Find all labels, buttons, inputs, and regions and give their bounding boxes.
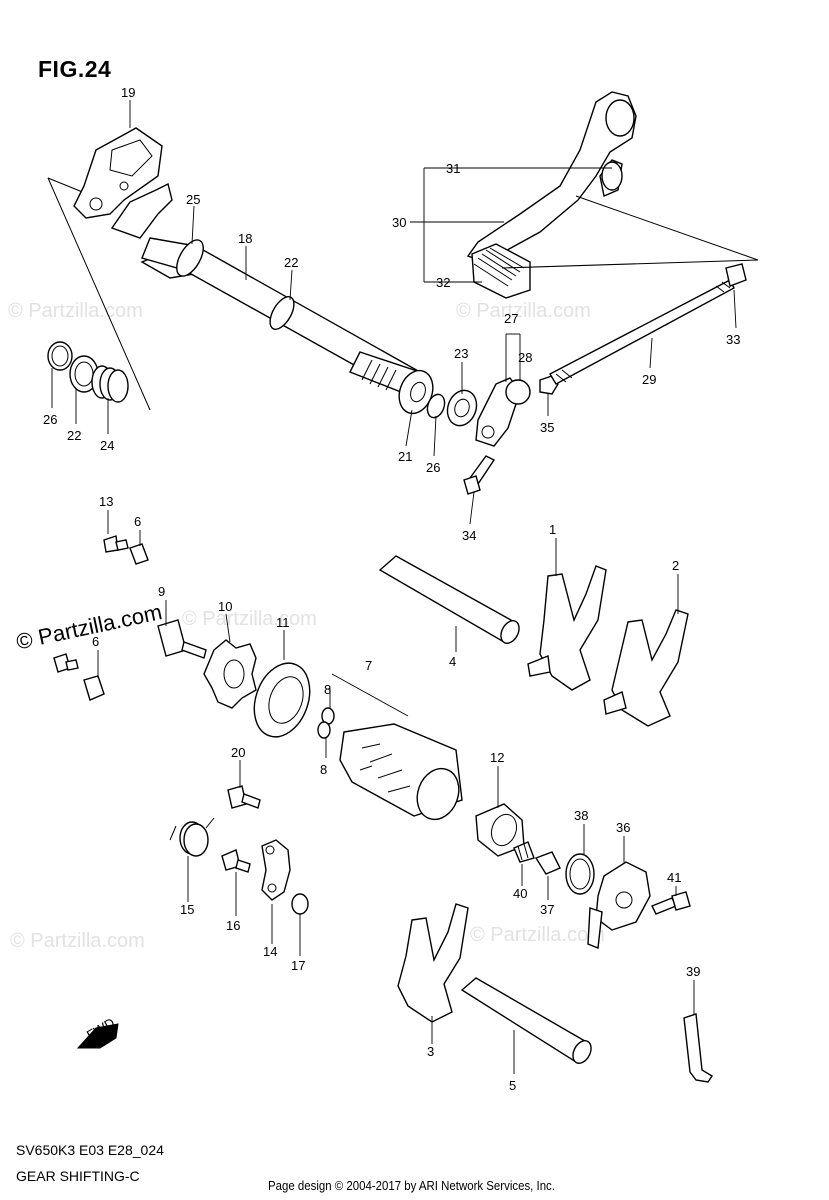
part-36-switch [587, 861, 651, 949]
callout-23: 23 [454, 346, 468, 361]
callout-29: 29 [642, 372, 656, 387]
guide-line [575, 195, 759, 261]
callout-35: 35 [540, 420, 554, 435]
callout-18: 18 [238, 231, 252, 246]
callout-31: 31 [446, 161, 460, 176]
figure-number: FIG.24 [38, 56, 112, 82]
part-41-bolt [651, 891, 691, 915]
part-15-spring [169, 817, 215, 857]
callout-36: 36 [616, 820, 630, 835]
callout-15: 15 [180, 902, 194, 917]
callout-3: 3 [427, 1044, 434, 1059]
part-20-bolt [227, 785, 261, 809]
callout-33: 33 [726, 332, 740, 347]
part-8-pins [317, 707, 335, 739]
part-4-shaft [378, 555, 520, 644]
part-26-circlip-b [426, 393, 446, 419]
callout-26: 26 [43, 412, 57, 427]
part-38-o-ring [565, 853, 595, 895]
part-33-collar [725, 263, 747, 287]
part-11-bearing [253, 662, 311, 738]
part-1-shift-fork [527, 565, 607, 691]
part-3-shift-fork [397, 903, 469, 1023]
callout-17: 17 [291, 958, 305, 973]
callout-labels: 19 25 18 22 31 30 32 33 27 28 29 23 35 2… [43, 85, 740, 1093]
part-27-link-arm [475, 377, 531, 447]
callout-5: 5 [509, 1078, 516, 1093]
callout-6-b: 6 [92, 634, 99, 649]
part-30-shift-lever [466, 91, 637, 263]
callout-24: 24 [100, 438, 114, 453]
part-37-pin [534, 851, 561, 875]
callout-4: 4 [449, 654, 456, 669]
callout-41: 41 [667, 870, 681, 885]
page-credit: Page design © 2004-2017 by ARI Network S… [268, 1178, 555, 1193]
part-9-pin [157, 619, 207, 659]
callout-12: 12 [490, 750, 504, 765]
leader-lines [51, 100, 737, 1074]
callout-37: 37 [540, 902, 554, 917]
callout-16: 16 [226, 918, 240, 933]
part-16-bolt [221, 849, 251, 873]
callout-6: 6 [134, 514, 141, 529]
part-26-circlip [47, 341, 73, 371]
part-6-washer [129, 543, 149, 565]
callout-14: 14 [263, 944, 277, 959]
part-7-shift-drum [339, 723, 463, 821]
part-22-washer [269, 296, 295, 330]
part-40-spring [513, 841, 535, 863]
callout-9: 9 [158, 584, 165, 599]
part-24-spring [91, 365, 129, 403]
callout-34: 34 [462, 528, 476, 543]
part-19-plate [73, 127, 163, 219]
part-39-plate [683, 1013, 713, 1083]
part-23-bearing [446, 389, 478, 427]
callout-39: 39 [686, 964, 700, 979]
callout-32: 32 [436, 275, 450, 290]
callout-13: 13 [99, 494, 113, 509]
part-13-screw-b [53, 653, 79, 673]
diagram-title: GEAR SHIFTING-C [16, 1168, 140, 1184]
part-5-shaft [460, 977, 592, 1064]
callout-2: 2 [672, 558, 679, 573]
part-13-screw [103, 535, 129, 553]
part-2-shift-fork [603, 609, 689, 727]
part-21-washer [398, 369, 434, 415]
callout-7: 7 [365, 658, 372, 673]
callout-10: 10 [218, 599, 232, 614]
part-32-rubber [471, 243, 531, 299]
callout-19: 19 [121, 85, 135, 100]
callout-38: 38 [574, 808, 588, 823]
guide-line [501, 259, 759, 269]
fwd-arrow: FWD [76, 1015, 119, 1049]
callout-21: 21 [398, 449, 412, 464]
callout-1: 1 [549, 522, 556, 537]
callout-26-b: 26 [426, 460, 440, 475]
diagram-code: SV650K3 E03 E28_024 [16, 1142, 164, 1158]
part-29-tie-rod [549, 279, 735, 385]
callout-40: 40 [513, 886, 527, 901]
callout-22: 22 [284, 255, 298, 270]
callout-30: 30 [392, 215, 406, 230]
callout-20: 20 [231, 745, 245, 760]
callout-8-b: 8 [320, 762, 327, 777]
callout-27: 27 [504, 311, 518, 326]
callout-11: 11 [276, 615, 290, 630]
callout-28: 28 [518, 350, 532, 365]
part-17-washer [291, 893, 309, 915]
part-34-bolt [463, 455, 496, 495]
part-6-washer-b [83, 675, 105, 701]
part-10-star-cam [203, 639, 257, 709]
callout-22-left: 22 [67, 428, 81, 443]
callout-25: 25 [186, 192, 200, 207]
callout-8: 8 [324, 682, 331, 697]
part-14-stopper [261, 839, 291, 901]
